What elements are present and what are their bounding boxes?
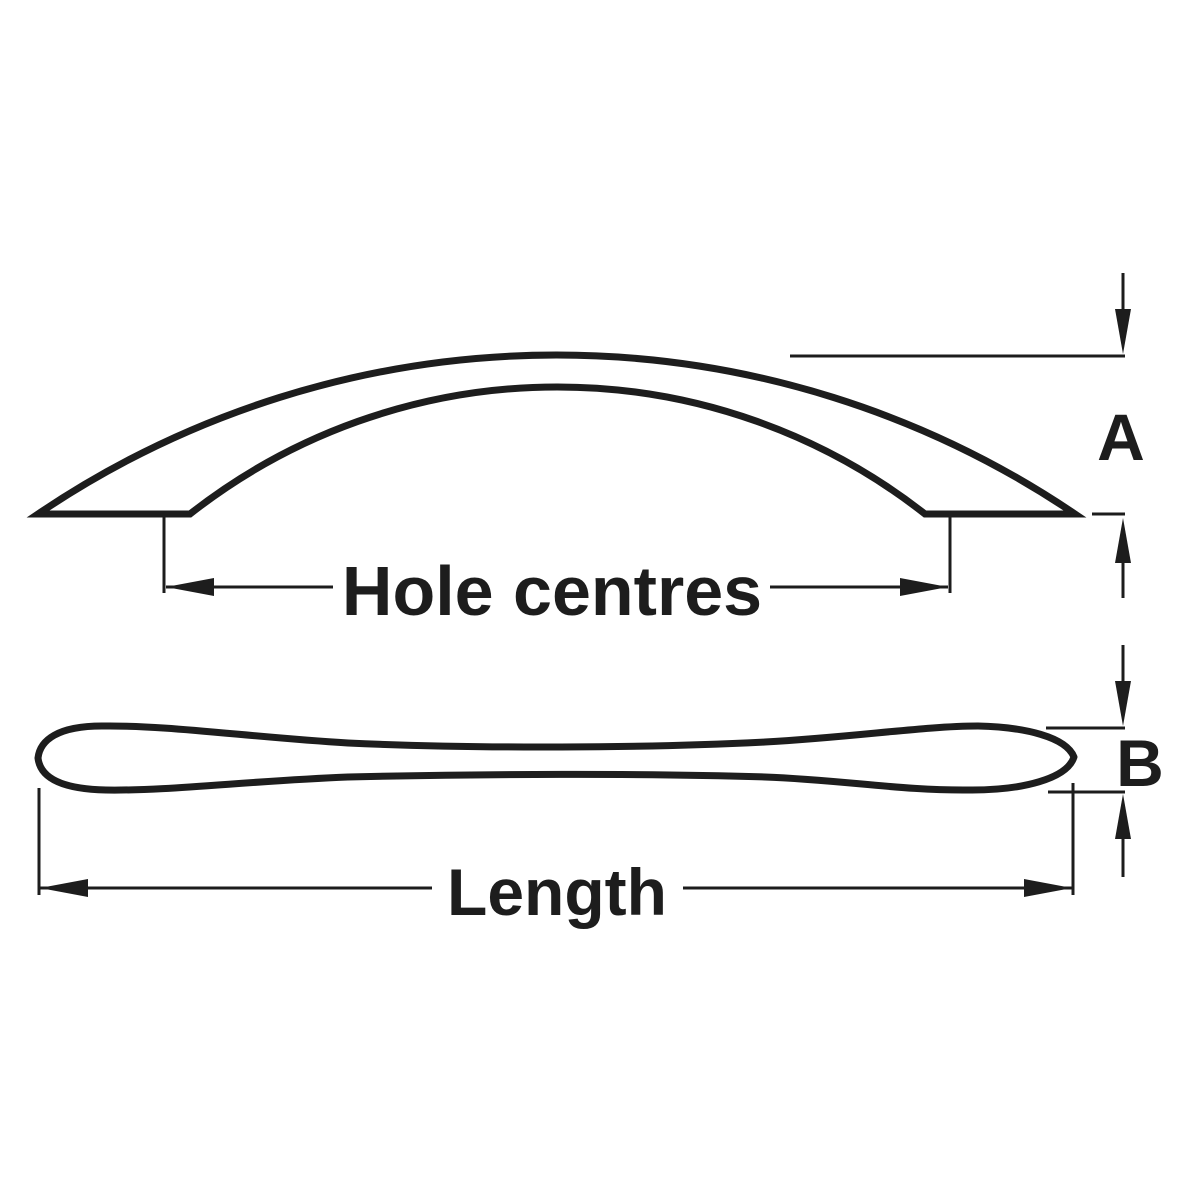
length-arrowhead-left	[40, 879, 88, 897]
dim-b-arrowhead-down	[1115, 681, 1131, 726]
dim-b: B	[1046, 645, 1164, 877]
dim-a-label: A	[1097, 400, 1145, 474]
length-arrowhead-right	[1024, 879, 1072, 897]
dim-a-arrowhead-down	[1115, 309, 1131, 354]
dim-b-label: B	[1116, 726, 1164, 800]
hole-centres-label: Hole centres	[342, 552, 762, 630]
hole-centres-arrowhead-left	[166, 578, 214, 596]
dim-a: A	[790, 273, 1145, 598]
dim-length: Length	[37, 783, 1075, 929]
side-view-handle-outline	[26, 351, 1087, 518]
dim-a-arrowhead-up	[1115, 518, 1131, 563]
dim-b-arrowhead-up	[1115, 794, 1131, 839]
side-view	[26, 351, 1087, 518]
length-label: Length	[447, 855, 667, 929]
top-view	[34, 722, 1078, 794]
top-view-handle-outline	[34, 722, 1078, 794]
dim-hole-centres: Hole centres	[162, 513, 952, 630]
hole-centres-arrowhead-right	[900, 578, 948, 596]
